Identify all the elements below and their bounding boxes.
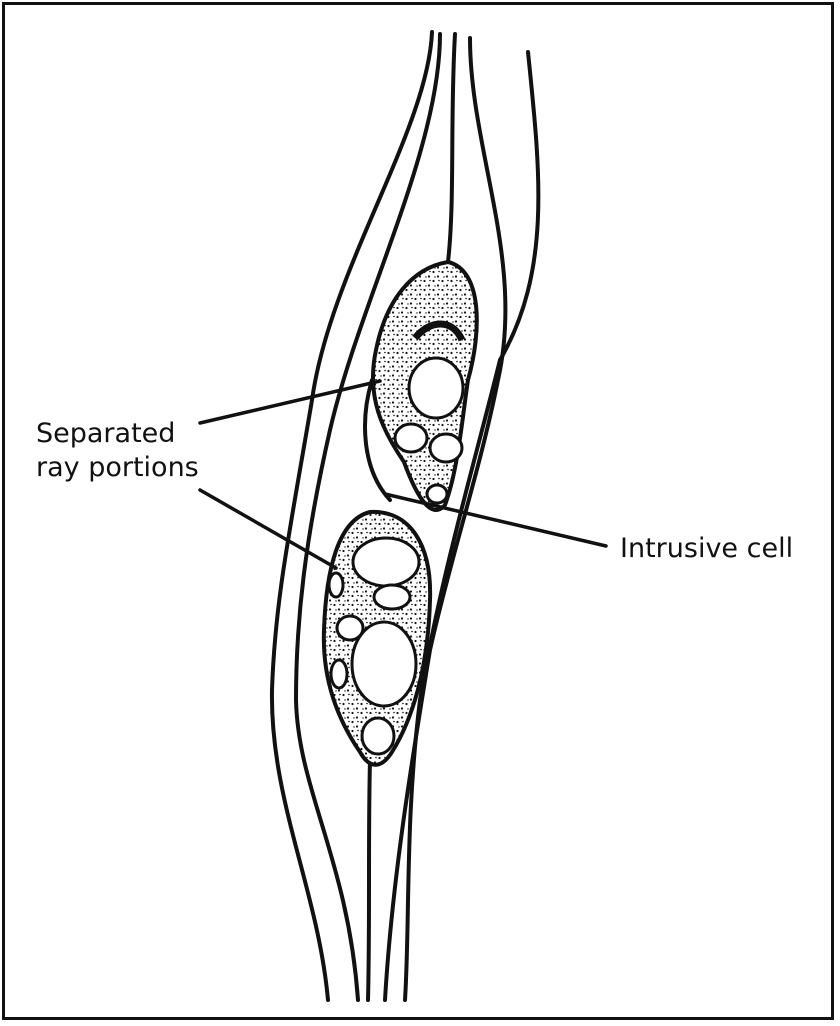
lower-ray-portion	[324, 512, 430, 765]
intrusive-cell-label: Intrusive cell	[620, 532, 793, 566]
label-line: Separated	[36, 417, 199, 451]
separated-ray-portions-label: Separated ray portions	[36, 417, 199, 485]
upper-ray-portion	[373, 262, 477, 510]
label-line: ray portions	[36, 451, 199, 485]
leader-line	[200, 381, 380, 423]
fiber-wall-line	[368, 760, 370, 1000]
fiber-wall-line	[448, 34, 455, 262]
